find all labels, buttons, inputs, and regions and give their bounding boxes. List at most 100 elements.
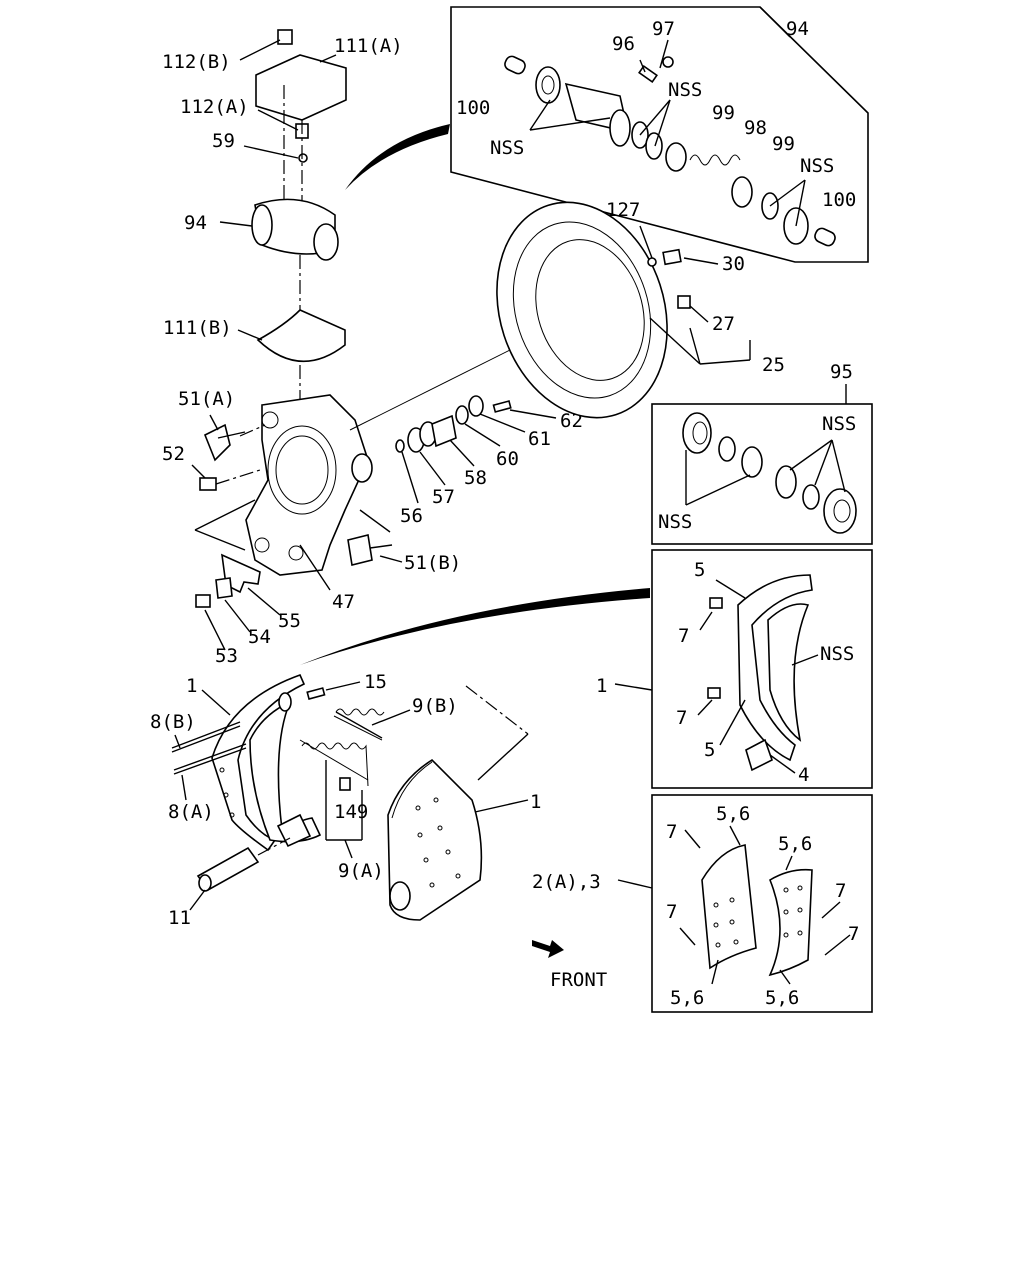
shoe-right <box>387 758 483 921</box>
seal-61 <box>468 395 484 417</box>
label-58: 58 <box>464 467 487 489</box>
label-27: 27 <box>712 313 735 335</box>
rivet-7a <box>709 597 723 609</box>
washer-59 <box>298 153 308 163</box>
cup-99a <box>645 132 663 160</box>
pin-51a <box>203 423 231 462</box>
inset-95-title: 95 <box>830 361 853 383</box>
label-111a: 111(A) <box>334 35 403 57</box>
spring-9b <box>333 708 385 741</box>
label-61: 61 <box>528 428 551 450</box>
bolt-52 <box>199 477 217 491</box>
piston-pin-left <box>504 55 526 75</box>
label-56-b: 5,6 <box>778 833 812 855</box>
roller-slot <box>276 813 312 848</box>
front-indicator: FRONT <box>532 940 607 991</box>
label-nss-95b: NSS <box>658 511 692 533</box>
label-60: 60 <box>496 448 519 470</box>
label-54: 54 <box>248 626 271 648</box>
washer-127 <box>647 257 657 267</box>
label-97: 97 <box>652 18 675 40</box>
label-100-left: 100 <box>456 97 490 119</box>
label-nss-95a: NSS <box>822 413 856 435</box>
cover-111a <box>255 54 347 121</box>
label-4: 4 <box>798 764 809 786</box>
bolt-53 <box>195 594 211 608</box>
label-112b: 112(B) <box>162 51 231 73</box>
rivet-7b <box>707 687 721 699</box>
inset-94-title: 94 <box>786 18 809 40</box>
callout-arrow-94 <box>345 124 450 190</box>
cover-111b <box>256 309 346 363</box>
inset-shoe-assembly: 5 7 NSS 7 5 4 <box>651 549 873 789</box>
label-59: 59 <box>212 130 235 152</box>
grommet-27 <box>677 295 691 309</box>
shoe-left-outer <box>211 673 306 852</box>
label-51b: 51(B) <box>404 552 461 574</box>
label-99-a: 99 <box>712 102 735 124</box>
bushing-58 <box>431 414 457 448</box>
label-7-b: 7 <box>676 707 687 729</box>
inset-bearing-seals: 95 NSS NSS <box>651 361 873 545</box>
label-100-right: 100 <box>822 189 856 211</box>
label-47: 47 <box>332 591 355 613</box>
label-5-b: 5 <box>704 739 715 761</box>
label-5-a: 5 <box>694 559 705 581</box>
shoe-left-web <box>249 700 322 843</box>
label-nss-3: NSS <box>800 155 834 177</box>
inset-wheel-cylinder: 94 97 96 100 NSS NSS 99 98 99 NSS 100 <box>450 6 869 263</box>
inset-95-frame <box>651 403 873 545</box>
dust-shield-25 <box>496 201 668 419</box>
brake-spider-assembly: 51(A) 52 47 53 54 55 56 57 58 60 61 62 5… <box>162 344 583 667</box>
boot-left <box>535 66 561 104</box>
spring-9a <box>299 739 369 781</box>
label-94: 94 <box>184 212 207 234</box>
label-112a: 112(A) <box>180 96 249 118</box>
lining-right <box>768 868 813 977</box>
label-7-e: 7 <box>666 901 677 923</box>
washer-54 <box>215 577 233 599</box>
bleeder-96 <box>638 65 658 83</box>
washer-56 <box>395 439 405 453</box>
roller-4 <box>745 738 773 772</box>
label-8a: 8(A) <box>168 801 214 823</box>
label-7-c: 7 <box>666 821 677 843</box>
shoe-1-outer <box>737 574 813 762</box>
label-9b: 9(B) <box>412 695 458 717</box>
label-7-d: 7 <box>835 880 846 902</box>
label-7-a: 7 <box>678 625 689 647</box>
label-149: 149 <box>334 801 368 823</box>
label-56-c: 5,6 <box>670 987 704 1009</box>
bearing-95b <box>823 488 857 534</box>
piston-99 <box>665 142 687 172</box>
pin-15 <box>306 687 326 700</box>
label-111b: 111(B) <box>163 317 232 339</box>
front-label: FRONT <box>550 969 607 991</box>
label-56: 56 <box>400 505 423 527</box>
lining-left <box>701 844 757 970</box>
label-nss-1: NSS <box>490 137 524 159</box>
label-98: 98 <box>744 117 767 139</box>
bolt-112b <box>277 29 293 45</box>
spider-47 <box>245 394 369 576</box>
piston-99b <box>731 176 753 208</box>
shoe-1-inner <box>767 603 810 742</box>
pin-51b <box>347 534 373 566</box>
wheel-cylinder-assembly: 112(B) 111(A) 112(A) 59 94 111(B) <box>162 29 403 410</box>
label-nss-1: NSS <box>820 643 854 665</box>
bearing-95a <box>682 412 712 454</box>
label-57: 57 <box>432 486 455 508</box>
inset-2-frame <box>651 794 873 1013</box>
label-1-a: 1 <box>186 675 197 697</box>
label-51a: 51(A) <box>178 388 235 410</box>
bolt-30 <box>662 248 682 266</box>
front-arrow-icon <box>532 940 564 958</box>
piston-pin-right <box>814 227 836 247</box>
label-2a-3: 2(A),3 <box>532 871 601 893</box>
label-nss-2: NSS <box>668 79 702 101</box>
pin-149 <box>339 777 351 791</box>
label-11: 11 <box>168 907 191 929</box>
label-7-f: 7 <box>848 923 859 945</box>
dust-shield-assembly: 127 30 27 25 <box>496 199 785 419</box>
